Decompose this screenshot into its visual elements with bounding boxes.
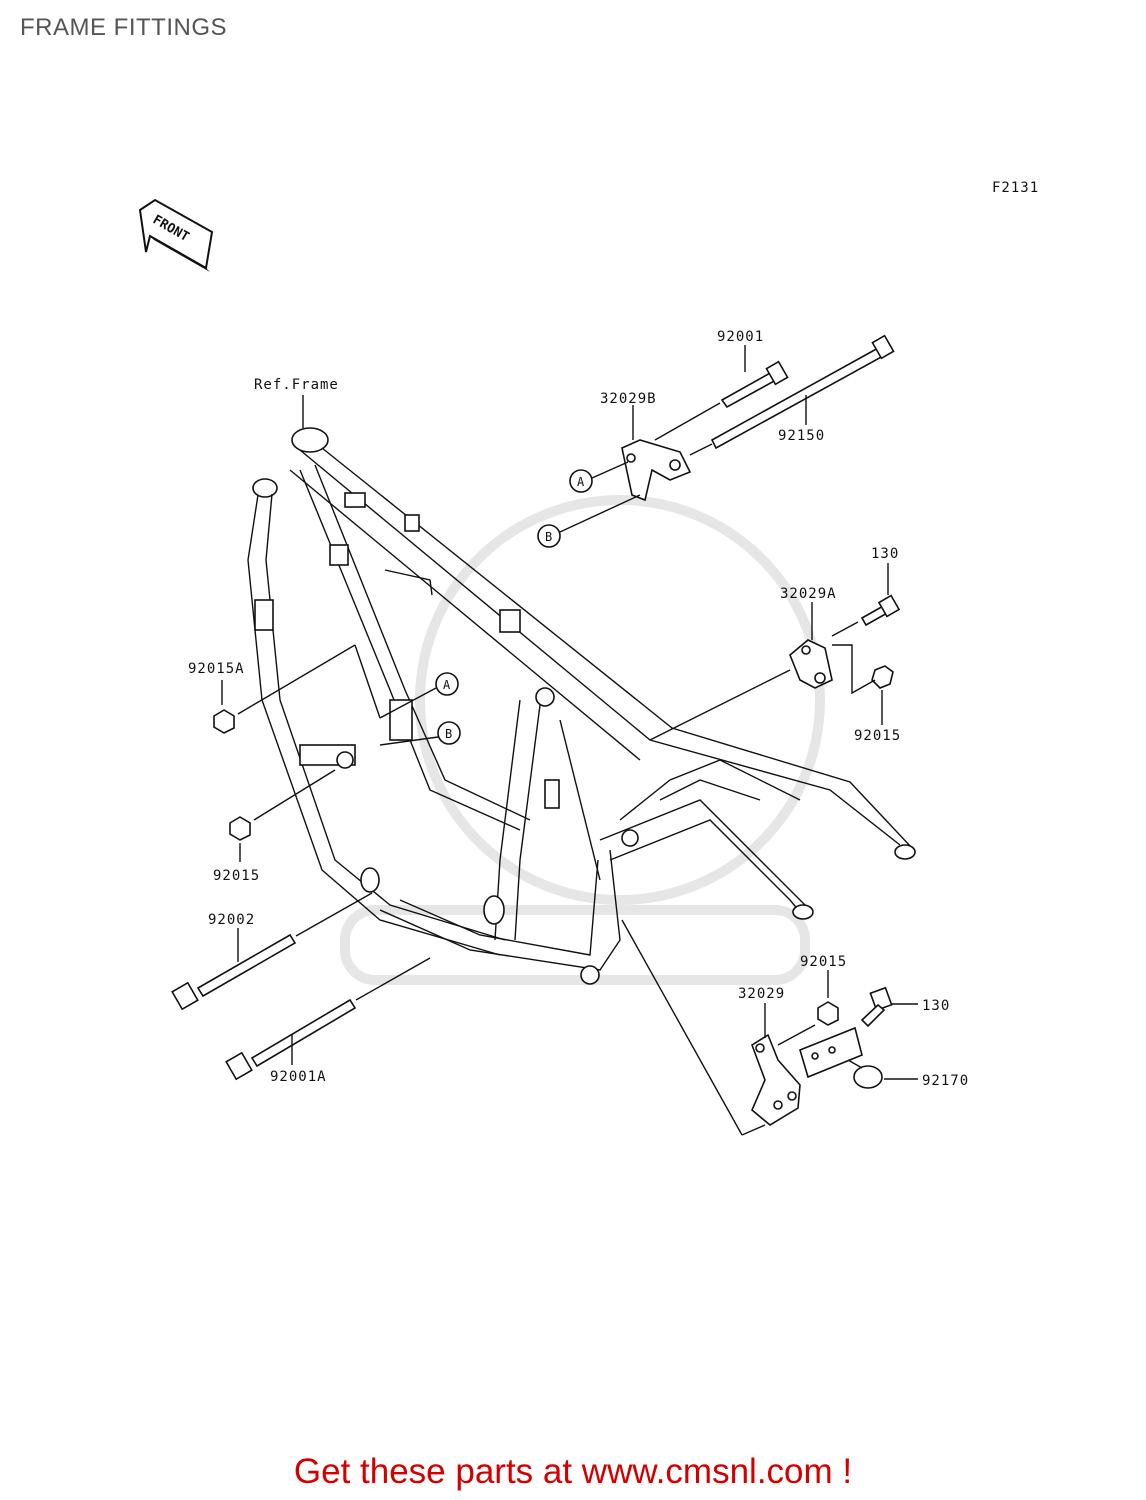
- label-92015A: 92015A: [188, 661, 245, 677]
- part-92170: [847, 1059, 918, 1089]
- footer-cta-link[interactable]: Get these parts at www.cmsnl.com !: [293, 1452, 853, 1491]
- circle-marker-a-mid: A: [379, 672, 459, 719]
- label-130-top: 130: [871, 546, 899, 562]
- label-92001A: 92001A: [270, 1069, 327, 1085]
- svg-text:B: B: [445, 727, 452, 741]
- part-92015-left: [229, 769, 336, 862]
- part-92015-right: [832, 644, 894, 725]
- part-130-top: [831, 563, 901, 637]
- label-92150: 92150: [778, 428, 825, 444]
- part-92150: [689, 334, 895, 456]
- part-92015-bottom: [777, 970, 839, 1046]
- circle-marker-b-top: B: [537, 494, 641, 548]
- part-32029B: [621, 405, 692, 502]
- page-title: FRAME FITTINGS: [20, 14, 227, 41]
- label-92015-left: 92015: [213, 868, 260, 884]
- label-92015-right: 92015: [854, 728, 901, 744]
- label-130-bottom: 130: [922, 998, 950, 1014]
- watermark-logo: [340, 495, 825, 985]
- frame-drawing: [247, 427, 916, 985]
- part-92015A: [213, 644, 381, 734]
- label-92170: 92170: [922, 1073, 969, 1089]
- label-32029: 32029: [738, 986, 785, 1002]
- part-130-bottom: [860, 986, 918, 1028]
- part-92002: [171, 892, 373, 1011]
- front-arrow-icon: FRONT: [138, 198, 214, 272]
- svg-text:B: B: [545, 530, 552, 544]
- figure-code: F2131: [992, 180, 1039, 196]
- label-92015-bottom: 92015: [800, 954, 847, 970]
- svg-text:A: A: [443, 678, 451, 692]
- part-32029: [751, 1003, 801, 1126]
- ref-frame-label: Ref.Frame: [254, 377, 339, 393]
- label-32029B: 32029B: [600, 391, 657, 407]
- part-92001A: [225, 957, 431, 1081]
- circle-marker-b-mid: B: [379, 721, 461, 746]
- label-32029A: 32029A: [780, 586, 837, 602]
- part-92001: [654, 345, 789, 441]
- label-92002: 92002: [208, 912, 255, 928]
- label-92001: 92001: [717, 329, 764, 345]
- circle-marker-a-top: A: [569, 461, 629, 493]
- part-32029A: [649, 602, 833, 741]
- svg-text:A: A: [577, 475, 585, 489]
